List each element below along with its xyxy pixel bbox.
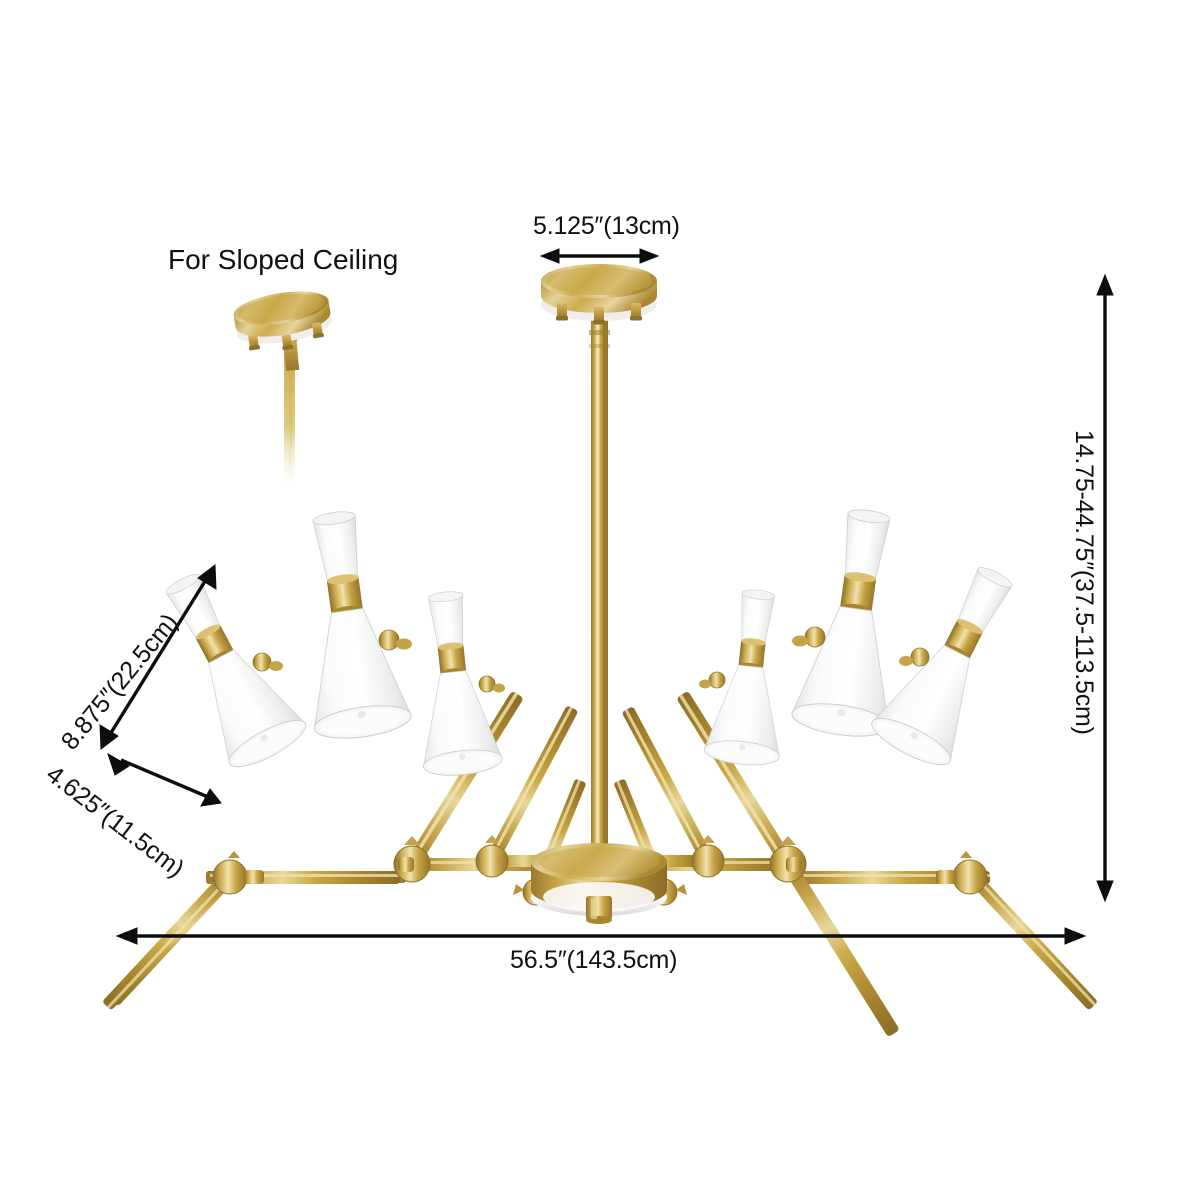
dimension-label-overall-height: 14.75-44.75″(37.5-113.5cm) xyxy=(1070,430,1098,735)
center-hub xyxy=(531,843,667,924)
dimension-arrow-overall-height xyxy=(1096,273,1114,903)
sloped-ceiling-canopy-illustration xyxy=(233,291,332,495)
sloped-ceiling-note: For Sloped Ceiling xyxy=(168,244,399,275)
shade-1 xyxy=(142,559,312,776)
dimension-label-overall-width: 56.5″(143.5cm) xyxy=(510,946,678,974)
main-chandelier-illustration xyxy=(103,264,1097,1036)
ceiling-canopy xyxy=(541,264,657,325)
dimension-arrow-shade-height xyxy=(99,564,217,750)
shade-6 xyxy=(865,552,1037,774)
center-stem xyxy=(589,318,610,863)
dimension-arrow-canopy-diameter xyxy=(539,248,660,264)
dimension-label-canopy-diameter: 5.125″(13cm) xyxy=(533,212,680,240)
dimension-arrow-shade-width xyxy=(107,752,222,807)
shade-2 xyxy=(284,505,414,744)
dimension-arrow-overall-width xyxy=(115,927,1087,945)
